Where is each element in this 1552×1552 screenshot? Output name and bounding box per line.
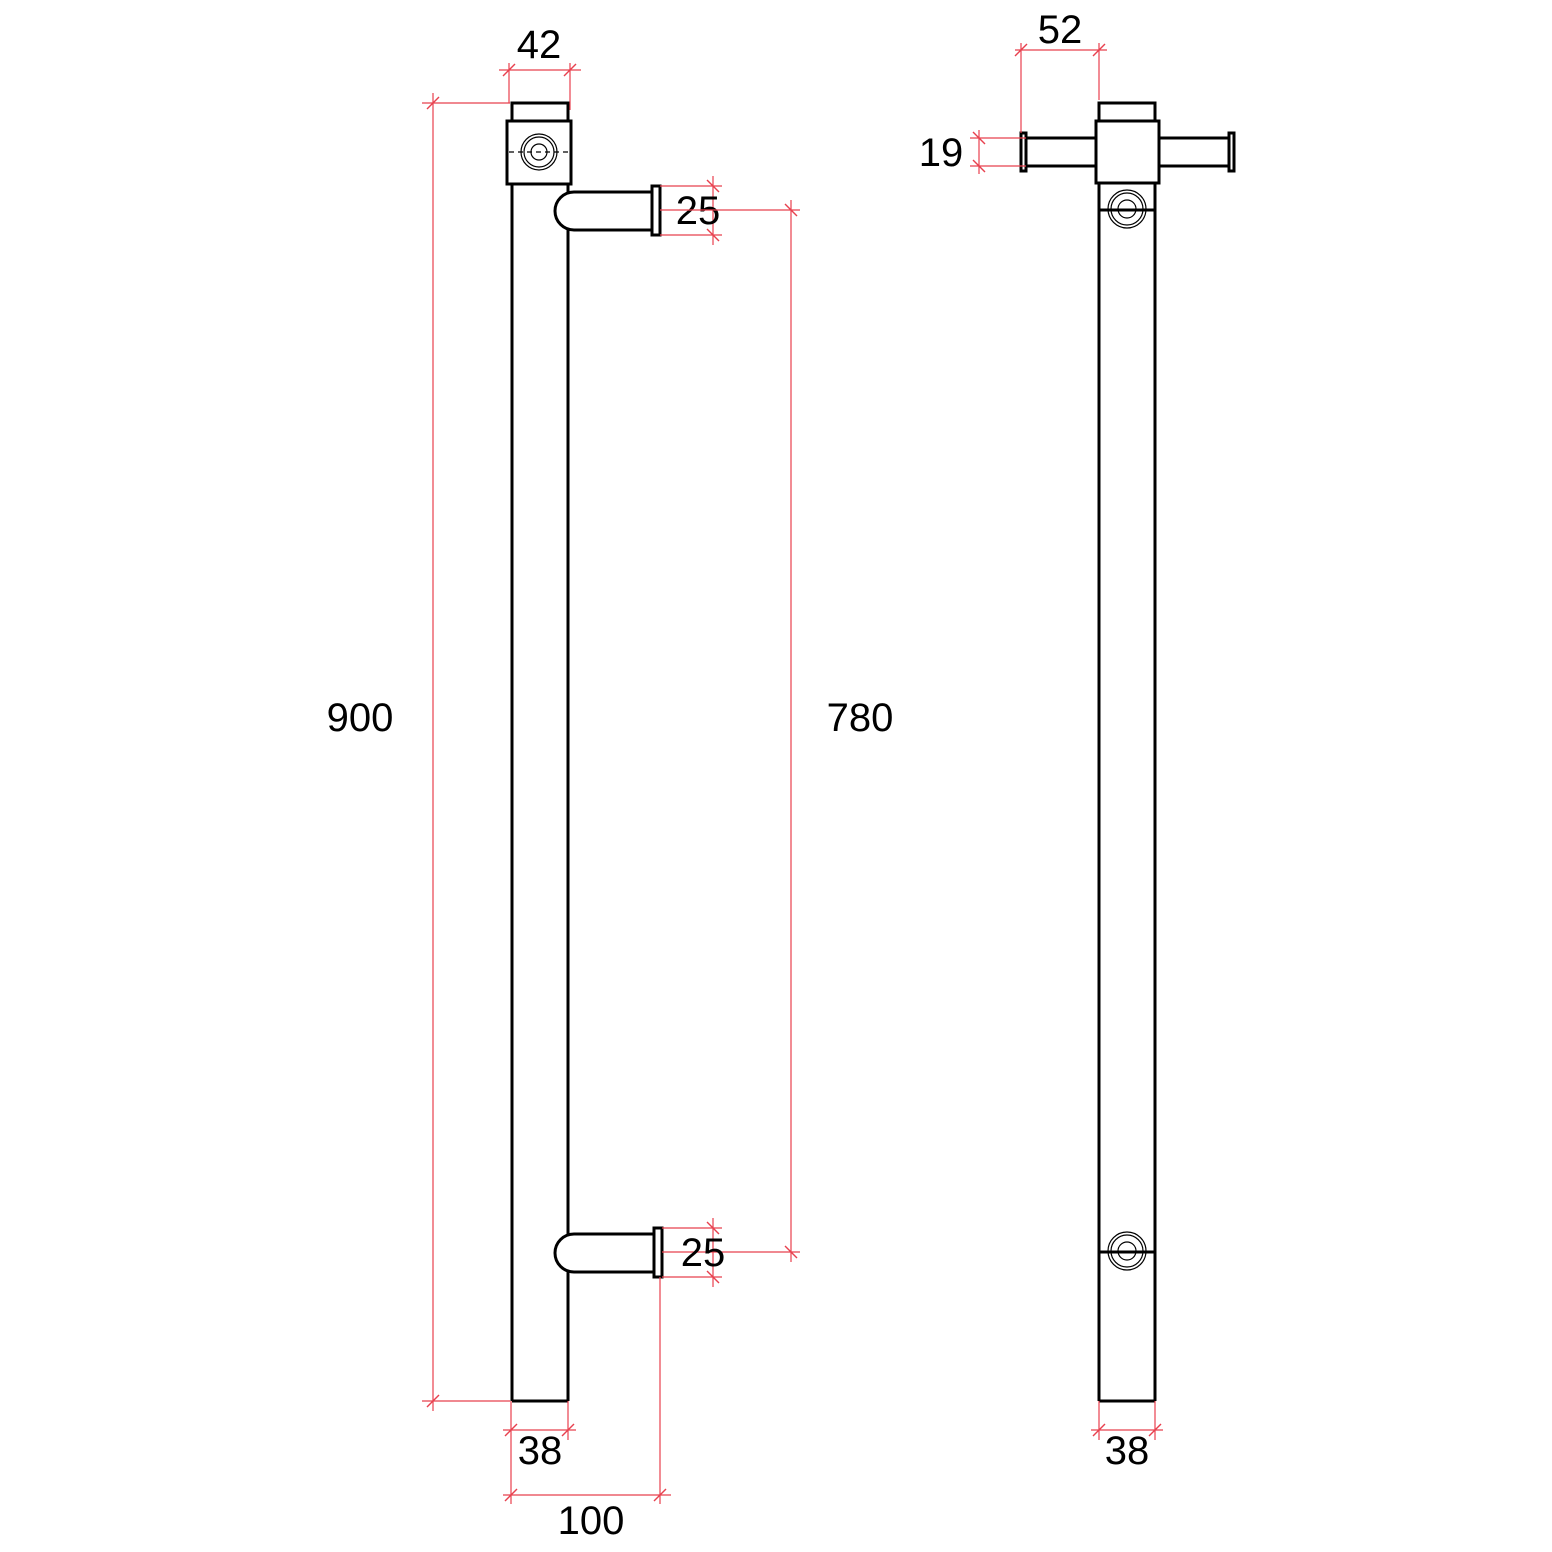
- side-view: [505, 101, 664, 1403]
- dim-arm-length: 52: [1038, 8, 1083, 52]
- dim-arm-spacing: 780: [827, 696, 894, 740]
- dim-bar-width: 38: [518, 1429, 563, 1473]
- dim-front-bar-width: 38: [1105, 1429, 1150, 1473]
- dim-top-width: 42: [517, 23, 562, 67]
- front-view: [1019, 101, 1236, 1403]
- left-arm-endcap: [1019, 131, 1028, 173]
- dim-projection: 100: [558, 1499, 625, 1543]
- front-bar-cap: [1097, 101, 1157, 123]
- dim-total-height: 900: [327, 696, 394, 740]
- front-top-screw: [1107, 189, 1147, 229]
- dim-top-arm-dia: 25: [676, 189, 721, 233]
- right-arm-endcap: [1227, 131, 1236, 173]
- side-view-dimensions: 42 900 25 780 25 38: [327, 23, 894, 1543]
- bottom-arm: [553, 1232, 654, 1274]
- wall-bracket: [505, 119, 573, 186]
- top-arm: [553, 190, 652, 232]
- front-bracket: [1094, 119, 1161, 185]
- dim-bottom-arm-dia: 25: [681, 1231, 726, 1275]
- front-view-dimensions: 52 19 38: [919, 8, 1163, 1473]
- front-bottom-screw: [1107, 1231, 1147, 1271]
- bar-cap: [510, 101, 570, 123]
- bottom-arm-endcap: [652, 1226, 664, 1279]
- dim-arm-dia: 19: [919, 131, 964, 175]
- top-arm-endcap: [650, 184, 662, 237]
